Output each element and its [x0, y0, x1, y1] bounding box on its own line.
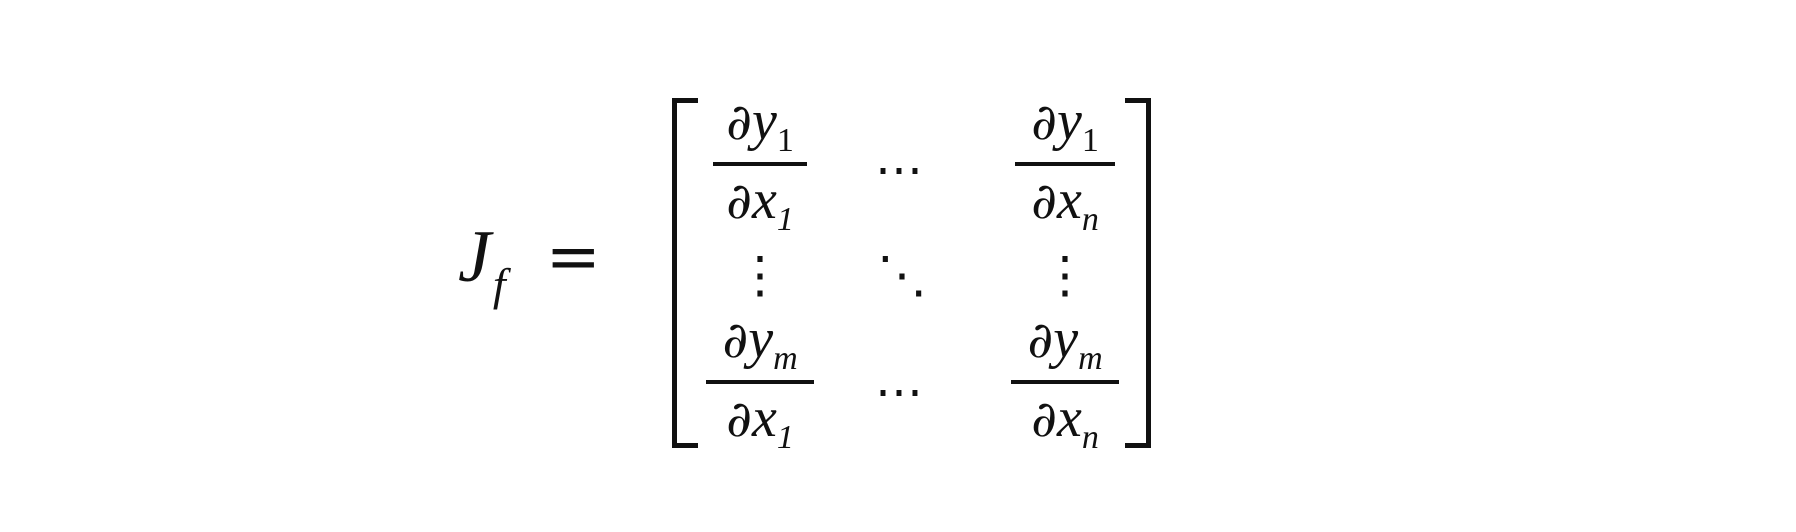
fraction-bar: [1011, 380, 1119, 384]
numerator-variable: y: [1053, 308, 1079, 370]
fraction-numerator: ∂ym: [722, 311, 797, 376]
fraction-denominator: ∂xn: [1031, 172, 1099, 237]
partial-symbol: ∂: [1031, 93, 1057, 151]
partial-fraction: ∂ym ∂xn: [1011, 311, 1119, 455]
fraction-bar: [706, 380, 814, 384]
partial-symbol: ∂: [1031, 172, 1057, 230]
horizontal-ellipsis: ⋯: [875, 142, 929, 198]
matrix-cell-mid-right: ⋮: [1005, 245, 1125, 305]
numerator-subscript: m: [773, 340, 798, 377]
fraction-denominator: ∂x1: [726, 390, 794, 455]
partial-fraction: ∂y1 ∂x1: [713, 93, 807, 237]
numerator-variable: y: [748, 308, 774, 370]
denominator-variable: x: [1057, 169, 1082, 231]
vertical-ellipsis: ⋮: [735, 246, 785, 304]
matrix-cell-bottom-left: ∂ym ∂x1: [700, 311, 820, 455]
partial-symbol: ∂: [726, 172, 752, 230]
partial-symbol: ∂: [726, 93, 752, 151]
horizontal-ellipsis: ⋯: [875, 364, 929, 420]
fraction-numerator: ∂y1: [726, 93, 794, 158]
denominator-variable: x: [1057, 387, 1082, 449]
fraction-numerator: ∂ym: [1027, 311, 1102, 376]
partial-symbol: ∂: [1027, 311, 1054, 369]
denominator-variable: x: [752, 387, 777, 449]
matrix-cell-mid-left: ⋮: [700, 245, 820, 305]
matrix-cell-top-left: ∂y1 ∂x1: [700, 93, 820, 237]
fraction-denominator: ∂x1: [726, 172, 794, 237]
jacobian-lhs: J f =: [458, 212, 601, 308]
partial-fraction: ∂ym ∂x1: [706, 311, 814, 455]
diagonal-ellipsis: ⋱: [877, 246, 927, 304]
denominator-subscript: 1: [776, 419, 794, 456]
partial-fraction: ∂y1 ∂xn: [1015, 93, 1115, 237]
matrix-cell-top-right: ∂y1 ∂xn: [1005, 93, 1125, 237]
numerator-variable: y: [1057, 90, 1082, 152]
denominator-subscript: n: [1081, 419, 1099, 456]
numerator-subscript: 1: [776, 122, 794, 159]
vertical-ellipsis: ⋮: [1040, 246, 1090, 304]
numerator-subscript: 1: [1081, 122, 1099, 159]
partial-symbol: ∂: [726, 390, 752, 448]
partial-symbol: ∂: [1031, 390, 1057, 448]
matrix-cell-bottom-mid: ⋯: [852, 362, 952, 422]
matrix-cell-mid-mid: ⋱: [852, 245, 952, 305]
denominator-subscript: 1: [776, 201, 794, 238]
numerator-subscript: m: [1078, 340, 1103, 377]
denominator-subscript: n: [1081, 201, 1099, 238]
fraction-bar: [713, 162, 807, 166]
matrix-right-bracket: [1125, 98, 1151, 448]
equals-sign: =: [545, 218, 601, 295]
matrix-cell-bottom-right: ∂ym ∂xn: [1005, 311, 1125, 455]
jacobian-subscript: f: [492, 259, 506, 310]
fraction-numerator: ∂y1: [1031, 93, 1099, 158]
matrix-left-bracket: [672, 98, 698, 448]
jacobian-symbol: J: [458, 216, 491, 298]
matrix-cell-top-mid: ⋯: [852, 140, 952, 200]
denominator-variable: x: [752, 169, 777, 231]
fraction-denominator: ∂xn: [1031, 390, 1099, 455]
numerator-variable: y: [752, 90, 777, 152]
fraction-bar: [1015, 162, 1115, 166]
partial-symbol: ∂: [722, 311, 749, 369]
